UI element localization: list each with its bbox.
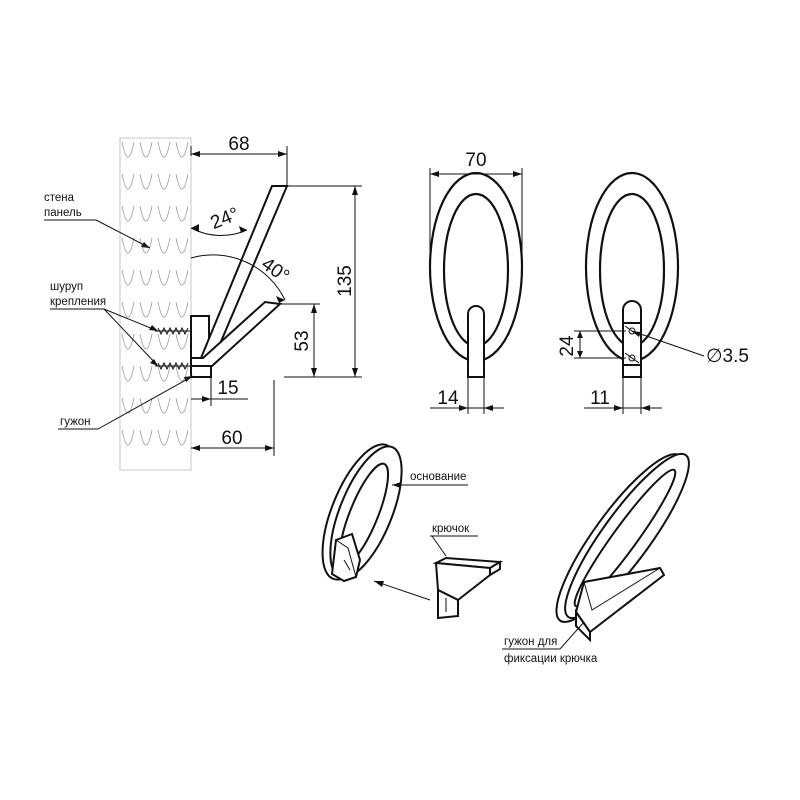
wood-grain-mark xyxy=(175,429,189,446)
dim-53: 53 xyxy=(280,303,320,377)
wood-grain-mark xyxy=(139,397,153,414)
wood-grain-mark xyxy=(121,269,135,286)
wood-grain-mark xyxy=(175,205,189,222)
wood-grain-mark xyxy=(121,429,135,446)
wood-grain-mark xyxy=(121,237,135,254)
dim-60-label: 60 xyxy=(221,428,242,449)
dim-135-label: 135 xyxy=(335,265,356,297)
wood-grain-mark xyxy=(157,301,171,318)
wood-grain-mark xyxy=(175,269,189,286)
wood-grain-mark xyxy=(121,333,135,350)
wood-grain-mark xyxy=(157,333,171,350)
mounting-screw-upper xyxy=(155,326,192,336)
wood-grain-mark xyxy=(157,397,171,414)
wood-grain-mark xyxy=(175,173,189,190)
wood-grain-mark xyxy=(175,365,189,382)
rear-view: 24 ∅3.5 11 xyxy=(557,171,749,414)
wood-grain-mark xyxy=(175,237,189,254)
mounting-screw-lower xyxy=(155,361,192,371)
wood-grain-mark xyxy=(157,429,171,446)
callout-hook: крючок xyxy=(430,523,478,557)
wood-grain-mark xyxy=(121,141,135,158)
wood-grain-mark xyxy=(139,141,153,158)
label-hook-fixing: фиксации крючка xyxy=(504,653,598,665)
dim-68-label: 68 xyxy=(228,134,249,155)
angle-40-label: 40° xyxy=(257,254,293,288)
callout-wall-panel: стена панель xyxy=(44,192,151,249)
wall-panel xyxy=(119,137,192,471)
dim-15-label: 15 xyxy=(217,378,238,399)
angle-24: 24° xyxy=(190,204,248,236)
dim-70-label: 70 xyxy=(465,150,486,171)
dim-135: 135 xyxy=(284,185,362,378)
wood-grain-mark xyxy=(121,173,135,190)
assembly-arrow xyxy=(373,580,431,601)
dim-24-label: 24 xyxy=(557,335,578,357)
label-pin: гужон xyxy=(60,416,91,428)
wood-grain-mark xyxy=(139,269,153,286)
wood-grain-mark xyxy=(139,333,153,350)
wood-grain-mark xyxy=(121,365,135,382)
callout-pin: гужон xyxy=(58,375,194,430)
wood-grain-mark xyxy=(175,333,189,350)
wood-grain-mark xyxy=(157,269,171,286)
dim-68: 68 xyxy=(190,134,288,186)
iso-base xyxy=(321,443,403,583)
wood-grain-mark xyxy=(121,205,135,222)
dim-11-label: 11 xyxy=(590,388,610,409)
wood-grain-mark xyxy=(157,173,171,190)
iso-hook xyxy=(432,556,504,620)
label-hook: крючок xyxy=(432,523,470,535)
wood-grain-mark xyxy=(139,205,153,222)
label-wall: стена xyxy=(44,192,75,204)
dim-60: 60 xyxy=(191,380,275,456)
wood-grain-mark xyxy=(175,141,189,158)
wood-grain-mark xyxy=(157,141,171,158)
callout-pin-fix: гужон для фиксации крючка xyxy=(502,621,598,665)
wood-grain-mark xyxy=(139,237,153,254)
dim-15: 15 xyxy=(191,377,248,406)
dim-14-label: 14 xyxy=(437,388,459,409)
hook-side-profile xyxy=(190,185,289,378)
wall-texture xyxy=(121,141,189,446)
label-screw: шуруп xyxy=(50,281,83,293)
wood-grain-mark xyxy=(139,301,153,318)
wood-grain-mark xyxy=(157,365,171,382)
label-fixing: крепления xyxy=(50,296,106,308)
wood-grain-mark xyxy=(121,301,135,318)
wood-grain-mark xyxy=(175,397,189,414)
label-panel: панель xyxy=(44,207,82,219)
label-base: основание xyxy=(410,471,466,483)
iso-assembled xyxy=(555,452,690,643)
front-view: 70 14 xyxy=(428,150,524,414)
wood-grain-mark xyxy=(175,301,189,318)
angle-24-label: 24° xyxy=(208,204,243,234)
wood-grain-mark xyxy=(139,173,153,190)
wood-grain-mark xyxy=(139,365,153,382)
wood-grain-mark xyxy=(121,397,135,414)
callout-screw: шуруп крепления xyxy=(50,281,159,367)
dim-hole-label: ∅3.5 xyxy=(706,346,749,367)
wood-grain-mark xyxy=(139,429,153,446)
side-view: 68 24° 40° 135 xyxy=(44,134,362,471)
label-pin-for: гужон для xyxy=(504,636,557,648)
wood-grain-mark xyxy=(157,237,171,254)
wood-grain-mark xyxy=(157,205,171,222)
callout-base: основание xyxy=(392,471,468,488)
dim-53-label: 53 xyxy=(292,330,313,351)
